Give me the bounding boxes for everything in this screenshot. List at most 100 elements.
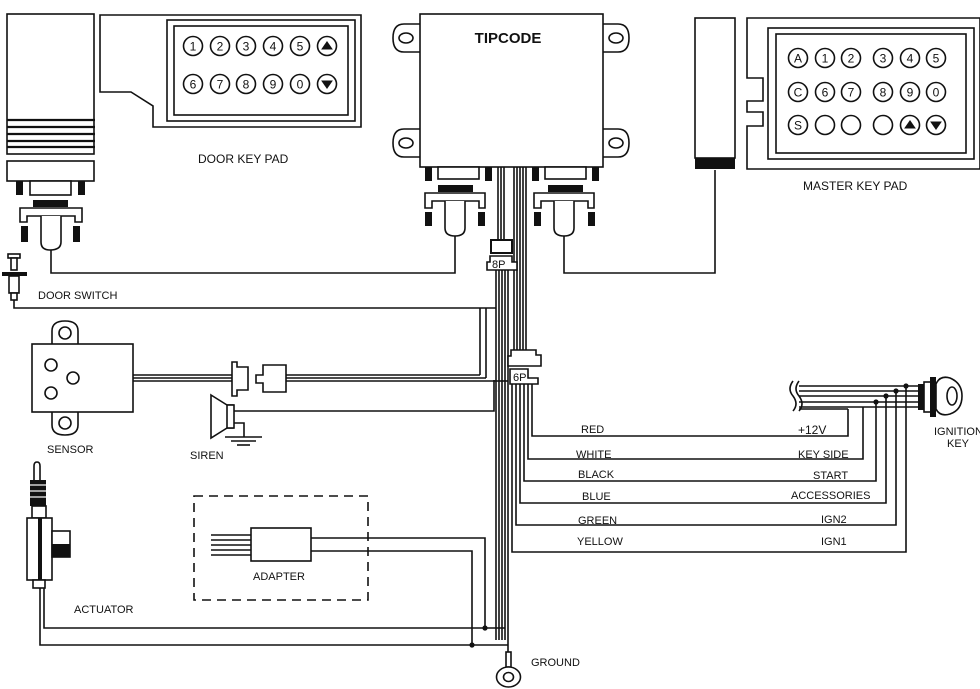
door-keypad-key: 3 xyxy=(235,35,257,57)
door-unit xyxy=(6,13,95,251)
master-keypad-key: C xyxy=(787,81,809,103)
keypad-cables xyxy=(13,170,716,309)
wire-color-label: WHITE xyxy=(576,449,611,461)
sensor-cable xyxy=(133,308,508,382)
master-keypad-key-label: A xyxy=(794,52,802,66)
door-keypad-key: 1 xyxy=(182,35,204,57)
door-keypad-key-label: 8 xyxy=(243,78,250,92)
wire-color-label: GREEN xyxy=(578,515,617,527)
door-keypad-key-label: 6 xyxy=(190,78,197,92)
tipcode-controller xyxy=(392,13,630,168)
connector-6p-label: 6P xyxy=(513,372,526,384)
wire-function-label: +12V xyxy=(798,423,826,437)
adapter-label: ADAPTER xyxy=(253,571,305,583)
door-keypad-key-label: 5 xyxy=(297,40,304,54)
master-keypad-key: 2 xyxy=(840,47,862,69)
tipcode-socket-right xyxy=(532,166,599,237)
tipcode-socket-left xyxy=(424,166,492,237)
door-keypad-key: 8 xyxy=(235,73,257,95)
door-keypad-key: 2 xyxy=(209,35,231,57)
door-keypad-key-label: 4 xyxy=(270,40,277,54)
arrow-up-icon xyxy=(904,119,916,129)
door-keypad xyxy=(99,14,362,128)
door-keypad-key: 6 xyxy=(182,73,204,95)
master-keypad-key: 7 xyxy=(840,81,862,103)
door-switch xyxy=(2,253,27,301)
door-keypad-label: DOOR KEY PAD xyxy=(198,152,289,166)
sensor xyxy=(31,320,134,436)
master-keypad-key-label: 1 xyxy=(822,52,829,66)
master-keypad-label: MASTER KEY PAD xyxy=(803,179,908,193)
master-keypad-key: 3 xyxy=(872,47,894,69)
door-keypad-key: 4 xyxy=(262,35,284,57)
master-keypad-key: 0 xyxy=(925,81,947,103)
ground-terminal xyxy=(495,651,522,688)
sensor-plug-connector xyxy=(231,361,287,397)
junction-dot xyxy=(482,625,488,631)
arrow-up-icon xyxy=(321,40,333,50)
ignition-key xyxy=(918,376,963,417)
ignition-key-label-line2: KEY xyxy=(947,438,970,450)
siren-label: SIREN xyxy=(190,450,224,462)
actuator-adapter-wiring xyxy=(39,537,508,646)
master-keypad-key-label: 9 xyxy=(907,86,914,100)
master-keypad-key xyxy=(872,114,894,136)
door-keypad-key: 9 xyxy=(262,73,284,95)
door-keypad-key-label: 2 xyxy=(217,40,224,54)
connector-8p-label: 8P xyxy=(492,259,505,271)
master-keypad-key-label: C xyxy=(794,86,803,100)
door-keypad-key xyxy=(316,73,338,95)
door-keypad-key-label: 3 xyxy=(243,40,250,54)
master-keypad-key-label: 2 xyxy=(848,52,855,66)
junction-dot xyxy=(469,642,475,648)
wire-color-label: RED xyxy=(581,424,604,436)
harness-below-8p xyxy=(495,270,509,655)
ignition-junctions xyxy=(873,383,909,405)
master-keypad-key: 1 xyxy=(814,47,836,69)
door-switch-label: DOOR SWITCH xyxy=(38,290,117,302)
master-keypad-key xyxy=(925,114,947,136)
actuator-label: ACTUATOR xyxy=(74,604,134,616)
wire-labels: RED WHITE BLACK BLUE GREEN YELLOW +12V K… xyxy=(576,423,870,548)
wire-function-label: START xyxy=(813,470,848,482)
master-keypad-key xyxy=(814,114,836,136)
ignition-wires xyxy=(511,384,907,553)
door-keypad-key: 5 xyxy=(289,35,311,57)
siren xyxy=(210,380,495,446)
master-keypad-key xyxy=(840,114,862,136)
door-keypad-key-label: 1 xyxy=(190,40,197,54)
wire-function-label: IGN2 xyxy=(821,514,847,526)
ignition-key-label-line1: IGNITION xyxy=(934,426,980,438)
master-keypad-key-label: S xyxy=(794,119,802,133)
wire-function-label: IGN1 xyxy=(821,536,847,548)
wire-function-label: KEY SIDE xyxy=(798,449,849,461)
master-keypad-key-label: 4 xyxy=(907,52,914,66)
master-keypad-key: S xyxy=(787,114,809,136)
wire-function-label: ACCESSORIES xyxy=(791,490,870,502)
door-keypad-key-label: 7 xyxy=(217,78,224,92)
master-keypad-key: 9 xyxy=(899,81,921,103)
door-keypad-key xyxy=(316,35,338,57)
tipcode-title: TIPCODE xyxy=(475,30,542,47)
adapter-box xyxy=(193,495,369,601)
master-unit xyxy=(694,17,736,169)
master-keypad-key: A xyxy=(787,47,809,69)
master-keypad-key-label: 0 xyxy=(933,86,940,100)
master-keypad-key: 4 xyxy=(899,47,921,69)
door-keypad-key-label: 0 xyxy=(297,78,304,92)
connector-6p xyxy=(507,349,542,385)
arrow-down-icon xyxy=(321,80,333,90)
master-keypad-key: 8 xyxy=(872,81,894,103)
master-keypad-key-label: 8 xyxy=(880,86,887,100)
wire-color-label: BLUE xyxy=(582,491,611,503)
ground-label: GROUND xyxy=(531,657,580,669)
door-keypad-key-label: 9 xyxy=(270,78,277,92)
sensor-label: SENSOR xyxy=(47,444,94,456)
master-keypad-key-label: 3 xyxy=(880,52,887,66)
ignition-bundle xyxy=(789,380,918,412)
wire-color-label: BLACK xyxy=(578,469,615,481)
wire-color-label: YELLOW xyxy=(577,536,623,548)
master-keypad-key: 5 xyxy=(925,47,947,69)
